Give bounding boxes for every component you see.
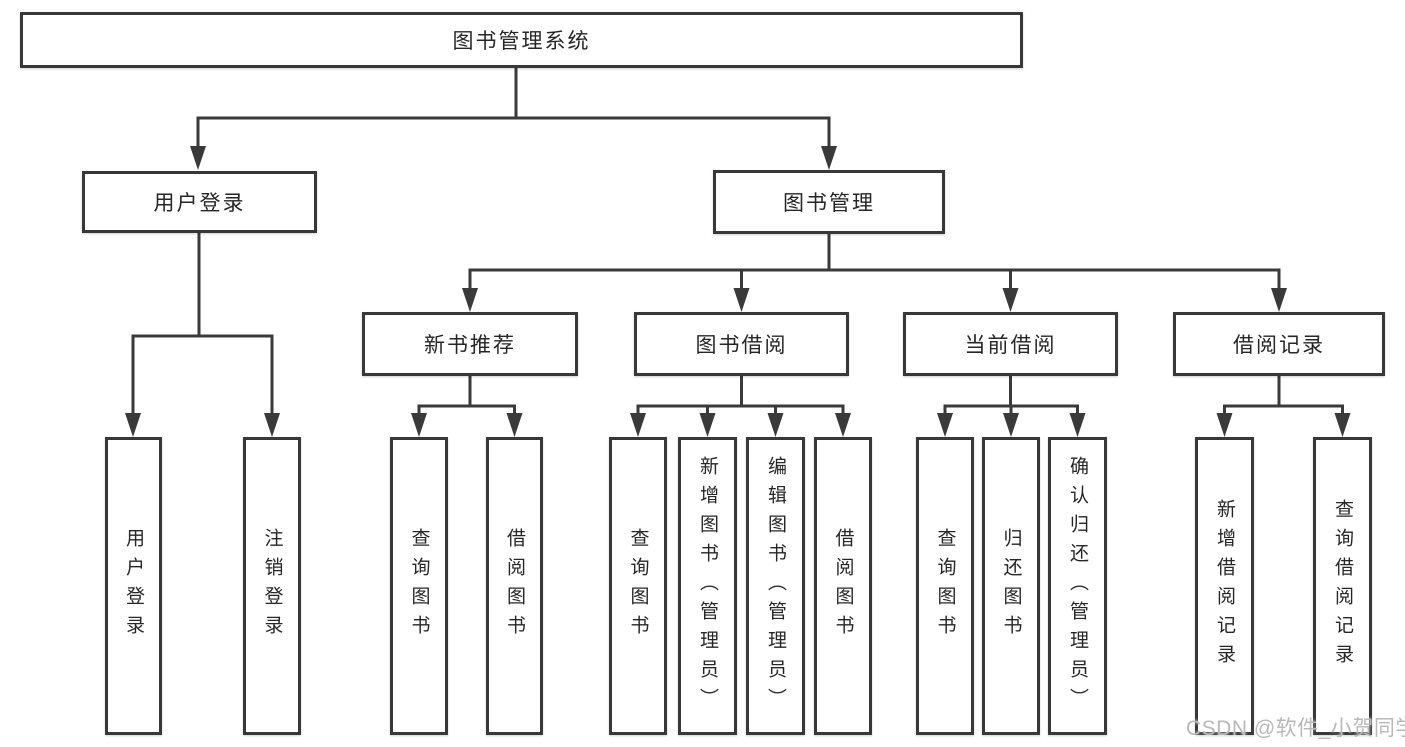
node-new-book-rec-label: 新书推荐	[424, 334, 516, 357]
connector-new-book	[417, 376, 516, 413]
leaf-query-borrow-record: 查询借阅记录	[1313, 437, 1372, 735]
connector-root	[196, 68, 831, 146]
node-book-mgmt-label: 图书管理	[783, 192, 875, 215]
connector-book-mgmt	[468, 234, 1281, 288]
arrow-down-icon	[190, 146, 206, 170]
leaf-return-book-label: 归还图书	[1000, 528, 1022, 644]
leaf-query-book-3-label: 查询图书	[934, 528, 956, 644]
leaf-borrow-book-1: 借阅图书	[486, 437, 543, 735]
leaf-user-login: 用户登录	[105, 437, 162, 735]
connector-borrow-record	[1223, 376, 1344, 413]
arrow-down-icon	[1002, 288, 1019, 312]
arrow-down-icon	[1069, 413, 1086, 437]
node-book-borrow-label: 图书借阅	[695, 334, 788, 357]
leaf-edit-book-admin: 编辑图书（管理员）	[746, 437, 805, 735]
node-borrow-record: 借阅记录	[1173, 312, 1385, 376]
node-root: 图书管理系统	[20, 12, 1023, 68]
leaf-add-book-admin: 新增图书（管理员）	[678, 437, 737, 735]
node-book-mgmt: 图书管理	[713, 170, 945, 234]
arrow-down-icon	[264, 413, 280, 437]
arrow-down-icon	[821, 146, 837, 170]
arrow-down-icon	[1003, 413, 1019, 437]
node-current-borrow-label: 当前借阅	[964, 334, 1057, 357]
leaf-logout: 注销登录	[243, 437, 301, 735]
arrow-down-icon	[835, 413, 851, 437]
arrow-down-icon	[506, 413, 523, 437]
leaf-confirm-return-admin: 确认归还（管理员）	[1048, 437, 1107, 735]
node-user-login-label: 用户登录	[153, 192, 246, 215]
leaf-borrow-book-1-label: 借阅图书	[504, 528, 525, 644]
node-new-book-rec: 新书推荐	[362, 312, 578, 376]
leaf-query-book-2: 查询图书	[609, 437, 667, 735]
arrow-down-icon	[1334, 413, 1351, 437]
node-user-login: 用户登录	[82, 171, 317, 233]
node-book-borrow: 图书借阅	[634, 312, 849, 376]
leaf-query-book-1: 查询图书	[390, 437, 448, 735]
arrow-down-icon	[1271, 288, 1287, 312]
connector-book-borrow	[636, 376, 845, 413]
leaf-query-book-2-label: 查询图书	[627, 528, 649, 644]
arrow-down-icon	[937, 413, 953, 437]
leaf-return-book: 归还图书	[982, 437, 1040, 735]
csdn-watermark: CSDN @软件_小贺同学	[1186, 717, 1405, 740]
arrow-down-icon	[411, 413, 427, 437]
arrow-down-icon	[767, 413, 784, 437]
leaf-add-borrow-record-label: 新增借阅记录	[1214, 499, 1235, 673]
leaf-user-login-label: 用户登录	[123, 528, 144, 644]
arrow-down-icon	[630, 413, 646, 437]
node-borrow-record-label: 借阅记录	[1233, 334, 1325, 357]
leaf-borrow-book-2-label: 借阅图书	[832, 528, 854, 644]
arrow-down-icon	[1216, 413, 1233, 437]
leaf-add-book-admin-label: 新增图书（管理员）	[697, 455, 718, 717]
leaf-logout-label: 注销登录	[261, 528, 283, 644]
node-root-label: 图书管理系统	[452, 30, 591, 53]
node-current-borrow: 当前借阅	[903, 312, 1118, 376]
leaf-query-borrow-record-label: 查询借阅记录	[1332, 499, 1353, 673]
connector-user-login	[131, 233, 274, 413]
arrow-down-icon	[462, 288, 478, 312]
arrow-down-icon	[125, 413, 141, 437]
leaf-add-borrow-record: 新增借阅记录	[1195, 437, 1254, 735]
leaf-query-book-3: 查询图书	[916, 437, 974, 735]
leaf-query-book-1-label: 查询图书	[408, 528, 430, 644]
connector-current-borrow	[943, 376, 1079, 413]
arrow-down-icon	[699, 413, 716, 437]
leaf-confirm-return-admin-label: 确认归还（管理员）	[1067, 455, 1088, 717]
leaf-borrow-book-2: 借阅图书	[814, 437, 872, 735]
leaf-edit-book-admin-label: 编辑图书（管理员）	[765, 455, 786, 717]
arrow-down-icon	[733, 288, 750, 312]
